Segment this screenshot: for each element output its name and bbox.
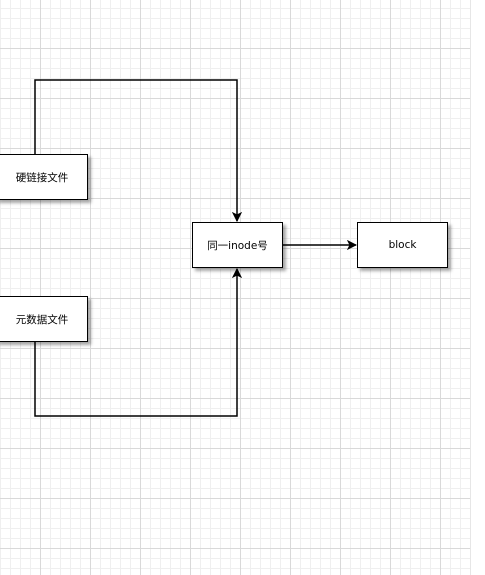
canvas-scroll-gutter	[470, 0, 485, 575]
metadata-file-label: 元数据文件	[15, 313, 69, 326]
inode-label: 同一inode号	[207, 239, 268, 252]
inode-node[interactable]: 同一inode号	[192, 222, 283, 268]
block-label: block	[388, 239, 417, 251]
metadata-file-node[interactable]: 元数据文件	[0, 296, 88, 342]
diagram-canvas	[0, 0, 470, 575]
block-node[interactable]: block	[357, 222, 448, 268]
edge-metadata-to-inode[interactable]	[34, 269, 237, 417]
hardlink-file-node[interactable]: 硬链接文件	[0, 154, 88, 200]
edge-hardlink-to-inode[interactable]	[34, 79, 237, 221]
hardlink-file-label: 硬链接文件	[15, 171, 69, 184]
